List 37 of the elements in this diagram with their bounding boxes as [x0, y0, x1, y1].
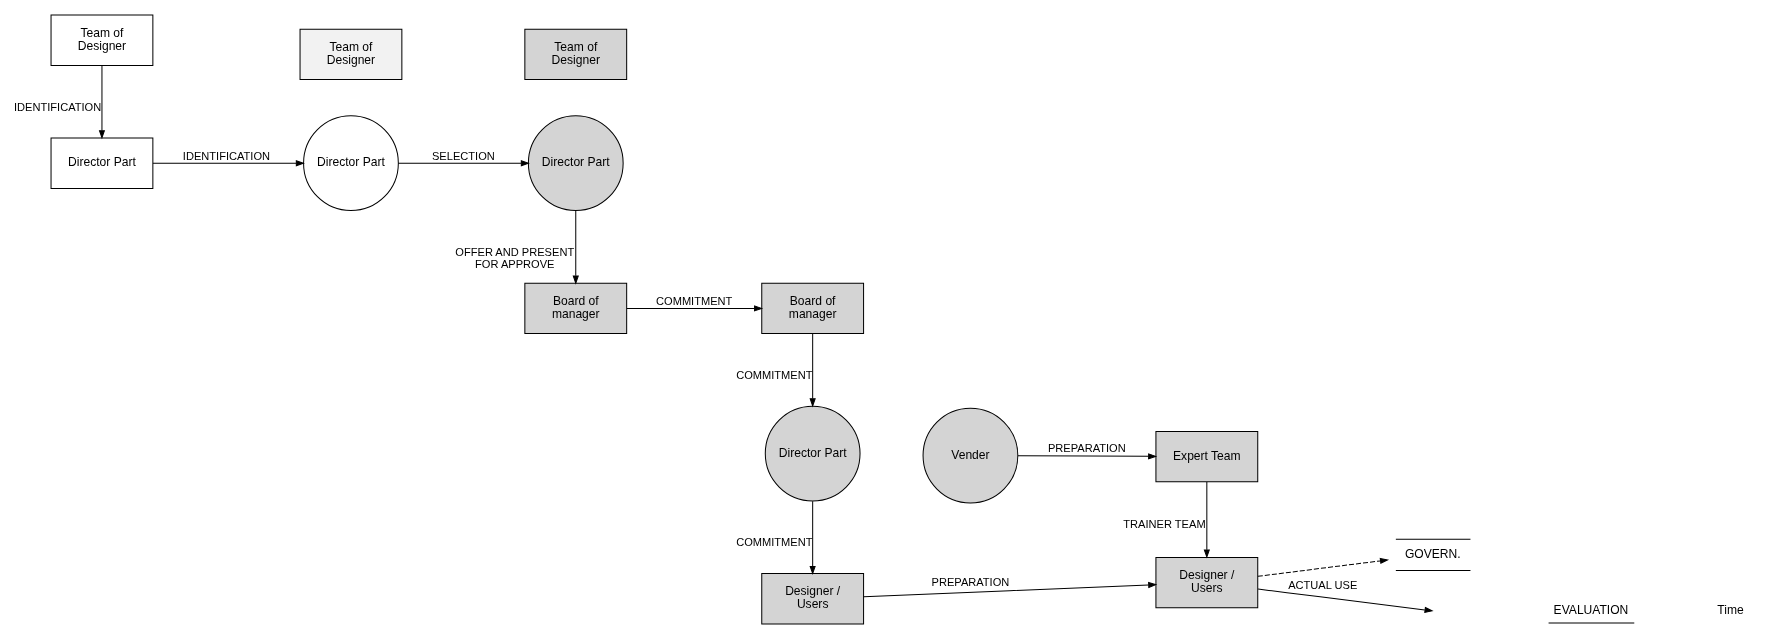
edge-label: IDENTIFICATION	[13, 100, 101, 113]
label: Time	[1716, 602, 1744, 617]
arrow	[808, 500, 816, 575]
arrow	[862, 581, 1157, 597]
arrow	[625, 304, 763, 312]
edge-label: ACTUAL USE	[1287, 578, 1357, 591]
arrow	[572, 210, 579, 285]
node-box: Board of manager	[760, 282, 864, 334]
node-circle: Director Part	[764, 405, 861, 501]
arrow	[98, 64, 105, 139]
arrow	[1256, 557, 1389, 577]
node-box: Team of Designer	[50, 14, 153, 66]
node-circle: Director Part	[527, 114, 624, 211]
edge-label: IDENTIFICATION	[182, 149, 270, 162]
node-box: Designer / Users	[1154, 556, 1258, 608]
arrow	[1203, 481, 1210, 559]
arrow	[1017, 452, 1157, 459]
arrow	[808, 332, 816, 407]
node-box: Designer / Users	[760, 572, 864, 624]
node-box: Team of Designer	[523, 28, 627, 80]
node-circle: Director Part	[302, 114, 399, 211]
edge-label: PREPARATION	[1047, 441, 1126, 454]
node-box: Team of Designer	[299, 28, 402, 80]
label: EVALUATION	[1553, 602, 1628, 617]
edge-label: PREPARATION	[931, 575, 1009, 588]
edge-label: OFFER AND PRESENT FOR APPROVE	[454, 245, 574, 270]
edge-label: SELECTION	[431, 149, 495, 162]
edge-label: TRAINER TEAM	[1122, 517, 1206, 530]
node-box: Board of manager	[523, 282, 627, 334]
node-circle: Vender	[922, 407, 1018, 503]
arrow	[397, 159, 530, 166]
node-box: Director Part	[50, 137, 153, 189]
arrow	[1257, 588, 1434, 613]
arrow	[151, 159, 305, 166]
node-box: Expert Team	[1154, 430, 1258, 482]
edge-label: COMMITMENT	[655, 294, 732, 307]
node-text: GOVERN.	[1404, 546, 1461, 561]
